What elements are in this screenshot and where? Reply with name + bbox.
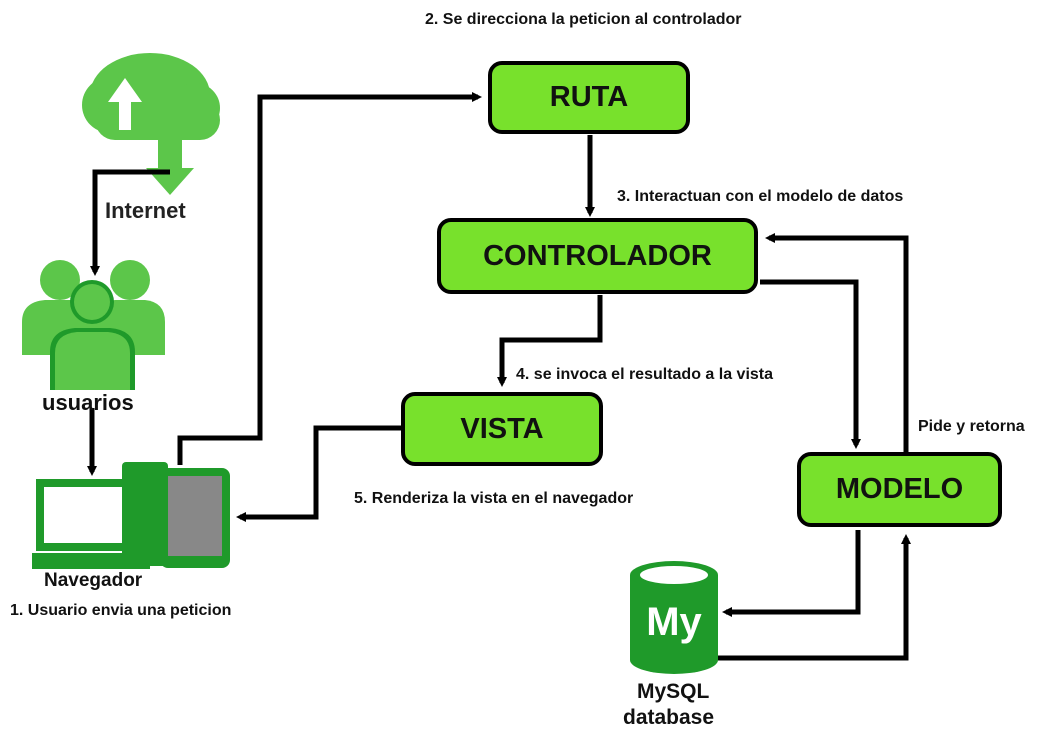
controlador-box: CONTROLADOR	[437, 218, 758, 294]
internet-label: Internet	[105, 198, 186, 223]
mysql-logo-text: My	[646, 600, 702, 644]
arrow-modelo-to-database	[722, 530, 861, 617]
users-group-icon	[22, 260, 165, 390]
pide-label: Pide y retorna	[918, 418, 1025, 435]
mysql-label-line1: MySQL	[637, 680, 710, 703]
vista-label: VISTA	[460, 412, 544, 445]
arrow-controlador-to-vista	[497, 295, 603, 387]
controlador-label: CONTROLADOR	[483, 239, 712, 272]
arrow-modelo-to-controlador	[765, 233, 909, 455]
step5-label: 5. Renderiza la vista en el navegador	[354, 490, 634, 507]
cloud-upload-icon	[82, 53, 220, 195]
modelo-label: MODELO	[835, 473, 964, 505]
arrow-vista-to-navegador	[236, 425, 403, 522]
mysql-database-icon	[630, 561, 718, 674]
vista-box: VISTA	[401, 392, 603, 466]
arrow-controlador-to-modelo	[760, 279, 861, 449]
navegador-label: Navegador	[44, 570, 143, 591]
usuarios-label: usuarios	[42, 390, 134, 415]
step4-label: 4. se invoca el resultado a la vista	[516, 366, 774, 383]
arrow-navegador-to-ruta	[177, 92, 482, 465]
mysql-label-line2: database	[623, 706, 715, 729]
step3-label: 3. Interactuan con el modelo de datos	[617, 188, 904, 205]
browser-devices-icon	[32, 462, 230, 569]
step2-label: 2. Se direcciona la peticion al controla…	[425, 11, 742, 28]
arrow-database-to-modelo	[718, 534, 911, 661]
ruta-box: RUTA	[488, 61, 690, 134]
arrow-cloud-to-users	[90, 169, 170, 276]
step1-label: 1. Usuario envia una peticion	[10, 602, 232, 619]
modelo-box: MODELO	[797, 452, 1002, 527]
ruta-label: RUTA	[549, 81, 629, 113]
flow-arrows	[87, 92, 911, 661]
